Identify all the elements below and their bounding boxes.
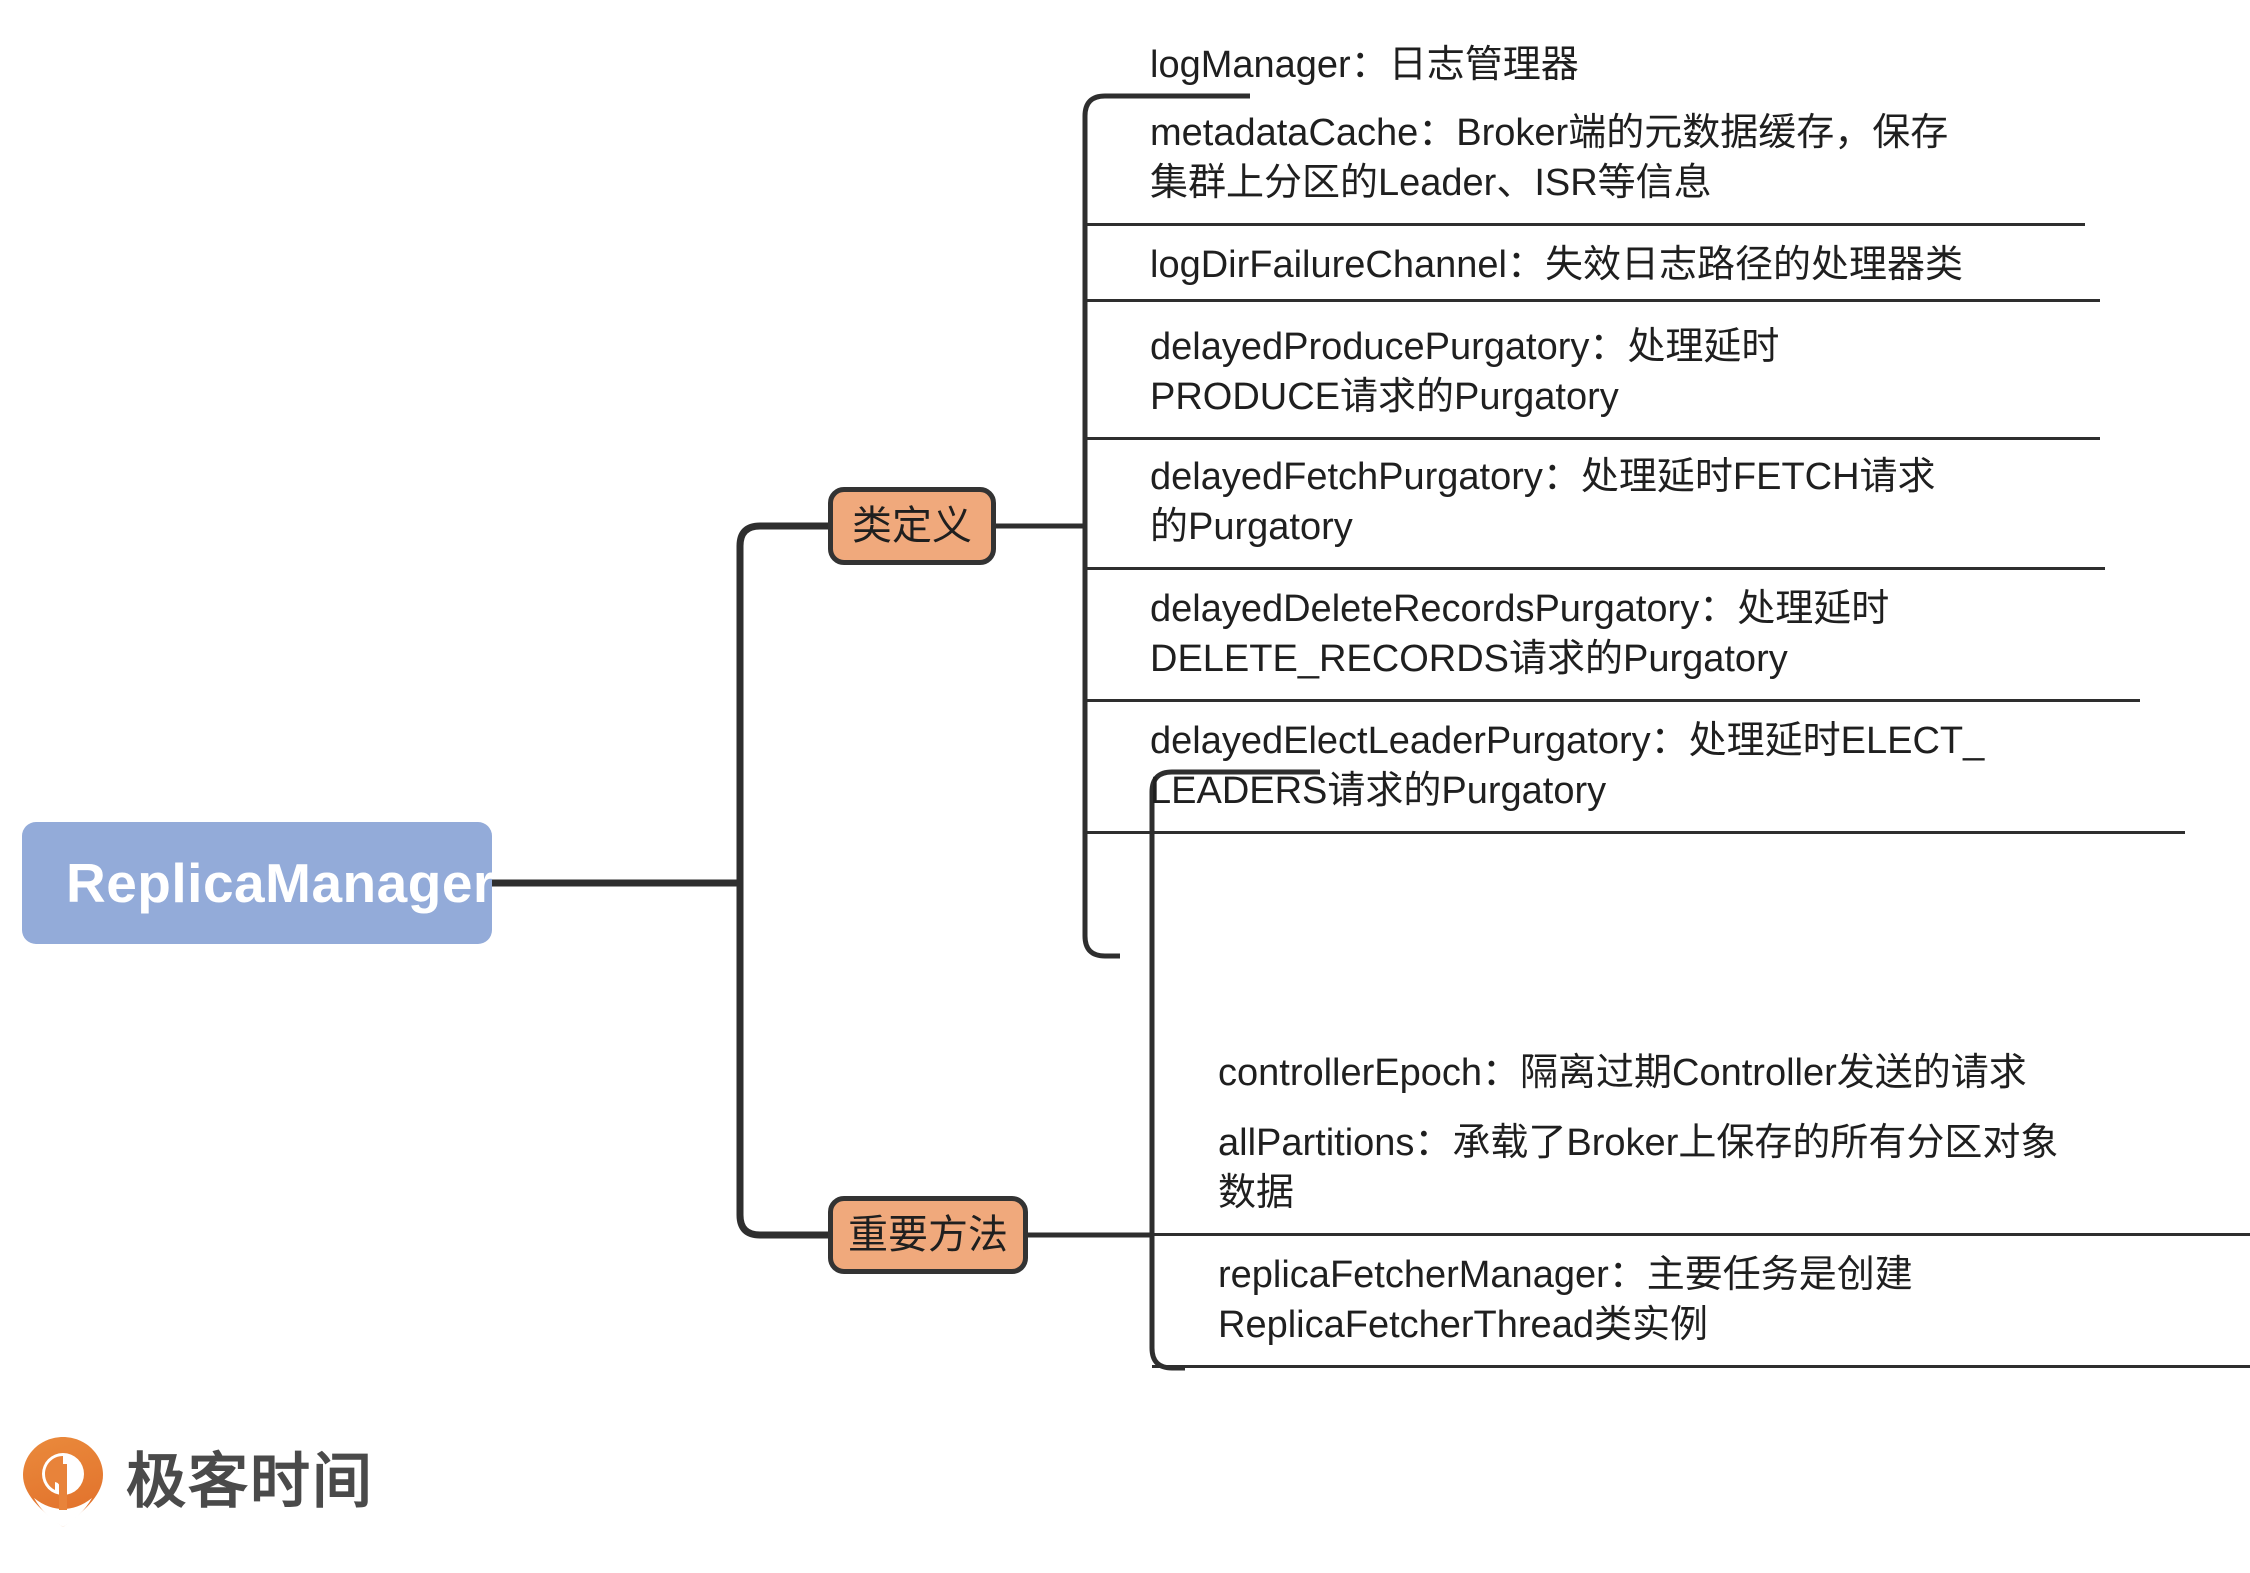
leaf-item-underline xyxy=(1085,699,2140,702)
branch-node-class-definition[interactable]: 类定义 xyxy=(828,487,996,565)
leaf-item[interactable]: metadataCache：Broker端的元数据缓存，保存 集群上分区的Lea… xyxy=(1085,108,2085,226)
leaf-item-underline xyxy=(1152,1233,2250,1236)
leaf-item-underline xyxy=(1085,567,2105,570)
branch-node-label: 重要方法 xyxy=(848,1213,1008,1257)
branch-node-label: 类定义 xyxy=(852,504,972,548)
root-node-replicamanager[interactable]: ReplicaManager xyxy=(22,822,495,944)
main-trunk xyxy=(736,522,828,1239)
leaf-item-label: metadataCache：Broker端的元数据缓存，保存 集群上分区的Lea… xyxy=(1150,112,1949,205)
leaf-item-label: replicaFetcherManager：主要任务是创建 ReplicaFet… xyxy=(1218,1254,1913,1347)
leaf-item[interactable]: delayedFetchPurgatory：处理延时FETCH请求 的Purga… xyxy=(1085,452,2105,570)
leaf-item[interactable]: controllerEpoch：隔离过期Controller发送的请求 xyxy=(1218,1048,2218,1104)
leaf-item-label: controllerEpoch：隔离过期Controller发送的请求 xyxy=(1218,1052,2027,1094)
leaf-item[interactable]: logManager：日志管理器 xyxy=(1150,40,1710,96)
geekbang-pin-icon xyxy=(23,1437,103,1527)
leaf-item[interactable]: delayedProducePurgatory：处理延时 PRODUCE请求的P… xyxy=(1085,322,2100,440)
leaf-item-underline xyxy=(1085,437,2100,440)
leaf-item-label: logDirFailureChannel：失效日志路径的处理器类 xyxy=(1150,244,1963,286)
leaf-item-label: delayedFetchPurgatory：处理延时FETCH请求 的Purga… xyxy=(1150,456,1936,549)
leaf-item-label: delayedElectLeaderPurgatory：处理延时ELECT_ L… xyxy=(1150,720,1985,813)
leaf-item[interactable]: allPartitions：承载了Broker上保存的所有分区对象 数据 xyxy=(1152,1118,2250,1236)
leaf-item-label: allPartitions：承载了Broker上保存的所有分区对象 数据 xyxy=(1218,1122,2059,1215)
leaf-item-underline xyxy=(1085,223,2085,226)
leaf-item-underline xyxy=(1085,831,2185,834)
leaf-item-label: delayedDeleteRecordsPurgatory：处理延时 DELET… xyxy=(1150,588,1890,681)
branch-node-important-methods[interactable]: 重要方法 xyxy=(828,1196,1028,1274)
root-node-label: ReplicaManager xyxy=(66,851,495,914)
leaf-item-underline xyxy=(1085,299,2100,302)
brand-name: 极客时间 xyxy=(126,1448,374,1515)
leaf-item[interactable]: logDirFailureChannel：失效日志路径的处理器类 xyxy=(1085,240,2100,302)
brand-logo: 极客时间 xyxy=(22,1436,374,1528)
leaf-item-underline xyxy=(1152,1365,2250,1368)
leaf-item[interactable]: delayedDeleteRecordsPurgatory：处理延时 DELET… xyxy=(1085,584,2140,702)
leaf-item-label: delayedProducePurgatory：处理延时 PRODUCE请求的P… xyxy=(1150,326,1780,419)
leaf-item-label: logManager：日志管理器 xyxy=(1150,44,1579,86)
leaf-item[interactable]: replicaFetcherManager：主要任务是创建 ReplicaFet… xyxy=(1152,1250,2250,1368)
leaf-item[interactable]: delayedElectLeaderPurgatory：处理延时ELECT_ L… xyxy=(1085,716,2185,834)
